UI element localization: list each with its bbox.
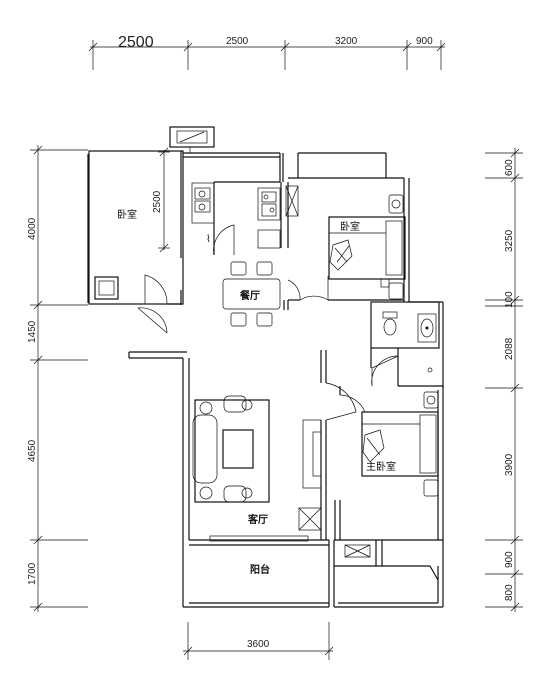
nightstand-icon (388, 194, 404, 214)
living-ac-diag-2 (298, 507, 322, 531)
fridge-icon (285, 185, 299, 217)
room-label-dining: 餐厅 (239, 289, 260, 302)
bottom-dim-1: 3600 (247, 639, 270, 650)
entry-door-leaf (137, 307, 168, 334)
lamp-icon (391, 199, 401, 209)
right-dim-3: 100 (504, 291, 515, 308)
left-dim-1: 4000 (27, 217, 38, 240)
left-dim-2: 1450 (27, 320, 38, 343)
entry-door-swing (137, 307, 168, 334)
left-dim-4: 1700 (27, 562, 38, 585)
room-label-bedroom-small: 卧室 (117, 208, 137, 221)
master-nightstand-icon-2 (423, 479, 439, 497)
dining-table-icon (222, 261, 281, 327)
master-bed-icon (361, 411, 439, 477)
room-label-balcony: 阳台 (250, 563, 270, 576)
sliding-door (209, 535, 309, 542)
sink-icon (417, 313, 437, 343)
master-lamp-icon (426, 395, 436, 405)
master-door-arc (339, 394, 366, 413)
room-label-bedroom-2: 卧室 (340, 220, 360, 233)
washing-machine-icon (94, 276, 119, 300)
washing-machine-drum (98, 280, 115, 296)
top-dim-1: 2500 (118, 34, 154, 51)
right-dim-2: 3250 (504, 229, 515, 252)
sofa-icon (192, 395, 270, 503)
right-dim-1: 600 (504, 159, 515, 176)
bathroom-door (371, 355, 399, 387)
bottom-dimension-line (183, 622, 334, 660)
right-dim-5: 3900 (504, 453, 515, 476)
balcony-ac-diag-2 (344, 544, 371, 558)
left-dim-3: 4650 (27, 439, 38, 462)
floor-drain-icon (427, 367, 433, 373)
inner-dimension-line (158, 147, 170, 253)
fridge-diag-2 (285, 185, 299, 217)
living-ac-unit-icon (298, 507, 322, 531)
bedroom2-door-arc (287, 279, 301, 301)
walls (87, 150, 444, 608)
right-dim-6: 900 (504, 551, 515, 568)
room-label-master-bedroom: 主卧室 (366, 460, 396, 473)
toilet-icon (382, 311, 398, 336)
kitchen-counter (191, 182, 281, 249)
balcony-ac-unit-icon (344, 544, 371, 558)
right-dim-7: 800 (504, 584, 515, 601)
small-bedroom-door (144, 274, 168, 305)
top-dimension-line (88, 40, 446, 70)
column-block (380, 278, 390, 288)
right-dimension-line (485, 148, 523, 612)
top-dim-3: 3200 (335, 36, 358, 47)
left-dimension-line (30, 145, 88, 612)
top-dim-4: 900 (416, 36, 433, 47)
kitchen-mark: ⌇ (206, 234, 211, 245)
bed-icon (328, 216, 406, 280)
right-dim-4: 2088 (504, 337, 515, 360)
kitchen-door (213, 224, 235, 256)
master-nightstand-icon (423, 391, 439, 409)
ac-unit-icon (169, 126, 215, 148)
room-label-living: 客厅 (247, 513, 268, 526)
bedroom2-door-swing (299, 276, 329, 301)
inner-dim-1: 2500 (152, 190, 163, 213)
top-dim-2: 2500 (226, 36, 249, 47)
nightstand-icon-2 (388, 282, 404, 300)
living-hall-door (325, 382, 357, 421)
tv-cabinet-icon (302, 419, 322, 489)
